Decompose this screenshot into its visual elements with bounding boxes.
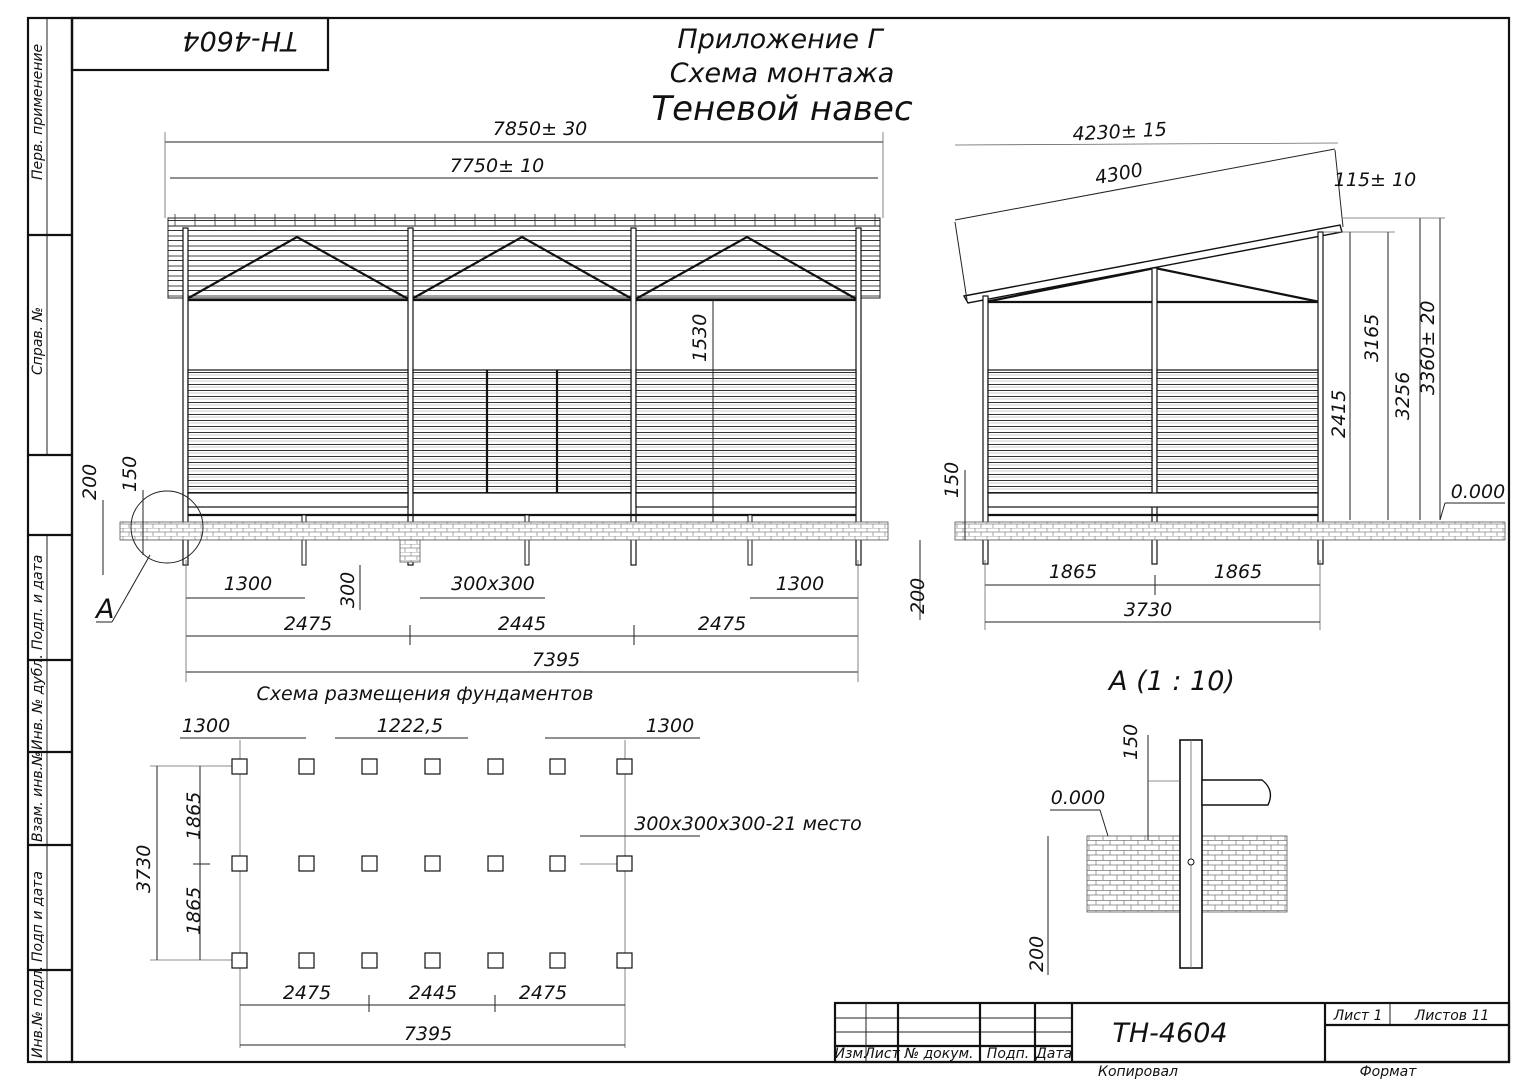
plan-dim-top-right: 1300 bbox=[646, 715, 694, 737]
foundation-pad bbox=[298, 758, 315, 775]
foundation-pad bbox=[616, 758, 633, 775]
foundation-plan: Схема размещения фундаментов bbox=[133, 683, 862, 1048]
title-block-sheet: Лист 1 bbox=[1333, 1008, 1383, 1024]
dim-1300-left: 1300 bbox=[224, 573, 272, 595]
dim-3730: 3730 bbox=[1124, 599, 1172, 621]
dim-200-right: 200 bbox=[907, 578, 929, 614]
dim-3165: 3165 bbox=[1361, 314, 1383, 362]
strip-label-podp1: Подп. и дата bbox=[30, 555, 46, 650]
detail-a: А (1 : 10) 150 0.000 200 bbox=[1026, 666, 1288, 975]
strip-label-inv-podl: Инв.№ подл. bbox=[30, 966, 46, 1058]
plan-dim-top-mid: 1222,5 bbox=[377, 715, 443, 737]
foundation-pad bbox=[487, 855, 504, 872]
foundation-pad bbox=[298, 952, 315, 969]
foundation-pad bbox=[424, 952, 441, 969]
col-izm: Изм. bbox=[835, 1046, 868, 1062]
plan-dim-left-top: 1865 bbox=[183, 792, 205, 840]
dim-overall-frame: 7750± 10 bbox=[450, 155, 545, 177]
dim-3256: 3256 bbox=[1392, 372, 1414, 420]
col-sign: Подп. bbox=[987, 1046, 1029, 1062]
col-date: Дата bbox=[1035, 1046, 1072, 1062]
dim-1530: 1530 bbox=[689, 314, 711, 362]
copied-label: Копировал bbox=[1098, 1064, 1178, 1080]
title-block-sheets: Листов 11 bbox=[1414, 1008, 1490, 1024]
detail-a-title: А (1 : 10) bbox=[1107, 666, 1235, 697]
front-view: 7850± 30 7750± 10 bbox=[79, 118, 929, 682]
format-label: Формат bbox=[1360, 1064, 1418, 1080]
plan-dim-bottom-mid: 2445 bbox=[409, 982, 457, 1004]
dim-2445: 2445 bbox=[498, 613, 546, 635]
title-appendix: Приложение Г bbox=[677, 24, 884, 55]
foundation-pad bbox=[361, 758, 378, 775]
foundation-note: 300х300х300-21 место bbox=[634, 813, 862, 835]
foundation-pad bbox=[549, 952, 566, 969]
foundation-pad bbox=[487, 758, 504, 775]
foundation-pad bbox=[616, 952, 633, 969]
callout-a: А bbox=[94, 594, 114, 625]
dim-overall-roof: 7850± 30 bbox=[493, 118, 588, 140]
document-code-rotated: ТН-4604 bbox=[182, 25, 297, 56]
dim-200-left: 200 bbox=[79, 464, 101, 500]
col-doc: № докум. bbox=[903, 1046, 973, 1062]
foundation-pad bbox=[361, 952, 378, 969]
foundation-pad bbox=[231, 952, 248, 969]
strip-label-inv-dubl: Инв. № дубл. bbox=[30, 654, 46, 750]
dim-300x300: 300х300 bbox=[451, 573, 535, 595]
foundation-pad bbox=[361, 855, 378, 872]
title-block: ТН-4604 Лист 1 Листов 11 Изм. Лист № док… bbox=[833, 1001, 1511, 1080]
foundation-pad bbox=[424, 855, 441, 872]
dim-1865-right: 1865 bbox=[1214, 561, 1262, 583]
side-strip: Перв. применение Справ. № Подп. и дата И… bbox=[30, 44, 46, 1058]
plan-dim-left-overall: 3730 bbox=[133, 845, 155, 893]
side-view: 4230± 15 4300 115± 10 3165 3256 3360± 20… bbox=[941, 119, 1506, 630]
plan-dim-bottom-left: 2475 bbox=[283, 982, 331, 1004]
sheet-frame bbox=[26, 16, 1511, 1064]
detail-dim-200: 200 bbox=[1026, 936, 1048, 972]
foundation-pad bbox=[298, 855, 315, 872]
dim-slope-inner: 4300 bbox=[1093, 159, 1144, 189]
col-list: Лист bbox=[863, 1046, 900, 1062]
dim-300: 300 bbox=[337, 572, 359, 608]
dim-overhang: 115± 10 bbox=[1334, 169, 1416, 191]
dim-150-left: 150 bbox=[119, 456, 141, 492]
level-0000-side: 0.000 bbox=[1451, 481, 1505, 503]
foundation-pad bbox=[487, 952, 504, 969]
detail-level-0000: 0.000 bbox=[1051, 787, 1105, 809]
plan-dim-left-bottom: 1865 bbox=[183, 887, 205, 935]
dim-2415: 2415 bbox=[1328, 390, 1350, 438]
foundation-pad bbox=[549, 758, 566, 775]
strip-label-vzam: Взам. инв.№ bbox=[30, 751, 46, 842]
dim-1865-left: 1865 bbox=[1049, 561, 1097, 583]
title-product: Теневой навес bbox=[651, 89, 913, 129]
detail-dim-150: 150 bbox=[1120, 724, 1142, 760]
title-scheme: Схема монтажа bbox=[670, 58, 895, 89]
foundation-pad bbox=[549, 855, 566, 872]
dim-1300-right: 1300 bbox=[776, 573, 824, 595]
strip-label-podp2: Подп и дата bbox=[30, 871, 46, 962]
foundation-title: Схема размещения фундаментов bbox=[257, 683, 594, 705]
foundation-pad bbox=[231, 758, 248, 775]
plan-dim-top-left: 1300 bbox=[182, 715, 230, 737]
dim-150-side: 150 bbox=[941, 462, 963, 498]
plan-dim-bottom-right: 2475 bbox=[519, 982, 567, 1004]
strip-label-perv: Перв. применение bbox=[30, 44, 46, 180]
foundation-pad bbox=[616, 855, 633, 872]
foundation-pad bbox=[424, 758, 441, 775]
dim-7395: 7395 bbox=[532, 649, 580, 671]
dim-3360: 3360± 20 bbox=[1417, 301, 1439, 396]
drawing-title: Приложение Г Схема монтажа Теневой навес bbox=[651, 24, 913, 129]
dim-2475-left: 2475 bbox=[284, 613, 332, 635]
plan-dim-bottom-overall: 7395 bbox=[404, 1023, 452, 1045]
strip-label-sprav: Справ. № bbox=[30, 307, 46, 375]
dim-slope-outer: 4230± 15 bbox=[1072, 119, 1168, 146]
dim-2475-right: 2475 bbox=[698, 613, 746, 635]
title-block-code: ТН-4604 bbox=[1112, 1018, 1227, 1049]
foundation-pad bbox=[231, 855, 248, 872]
